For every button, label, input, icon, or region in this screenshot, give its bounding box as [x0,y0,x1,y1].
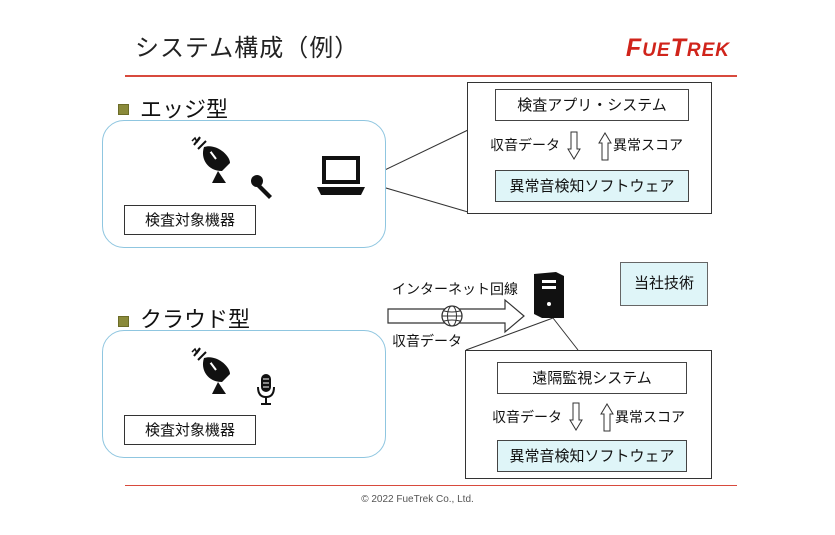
cloud-heading: クラウド型 [140,308,251,333]
satellite-antenna-icon [191,347,230,394]
cloud-down-label: 収音データ [492,410,562,426]
edge-heading: エッジ型 [140,98,229,123]
server-icon [534,272,564,318]
laptop-icon [317,156,365,195]
edge-app-box: 検査アプリ・システム [495,89,689,121]
cloud-software-box: 異常音検知ソフトウェア [497,440,687,472]
logo-part: UE [642,40,671,61]
callout-line [552,317,579,351]
up-arrow-icon [598,132,612,161]
cloud-data-label: 収音データ [392,334,462,350]
cloud-up-label: 異常スコア [615,410,685,426]
edge-up-label: 異常スコア [613,138,683,154]
microphone-icon [251,175,272,199]
globe-icon [441,305,463,327]
edge-device-label: 検査対象機器 [124,205,256,235]
edge-software-box: 異常音検知ソフトウェア [495,170,689,202]
satellite-antenna-icon [191,136,230,183]
logo-part: T [670,34,687,62]
our-technology-box: 当社技術 [620,262,708,306]
callout-line [465,317,554,351]
edge-down-label: 収音データ [490,138,560,154]
cloud-app-box: 遠隔監視システム [497,362,687,394]
copyright-footer: © 2022 FueTrek Co., Ltd. [361,494,474,505]
logo-part: F [625,34,643,62]
down-arrow-icon [569,402,583,431]
iot-microphone-icon [257,374,275,405]
fuetrek-logo: FUETREK [626,34,730,63]
logo-part: REK [686,40,730,61]
cloud-device-label: 検査対象機器 [124,415,256,445]
page-title: システム構成（例） [135,34,360,62]
header-divider [125,75,737,77]
down-arrow-icon [567,131,581,160]
network-label: インターネット回線 [392,282,518,298]
up-arrow-icon [600,403,614,432]
bullet-icon [118,316,129,327]
footer-divider [125,485,737,486]
bullet-icon [118,104,129,115]
